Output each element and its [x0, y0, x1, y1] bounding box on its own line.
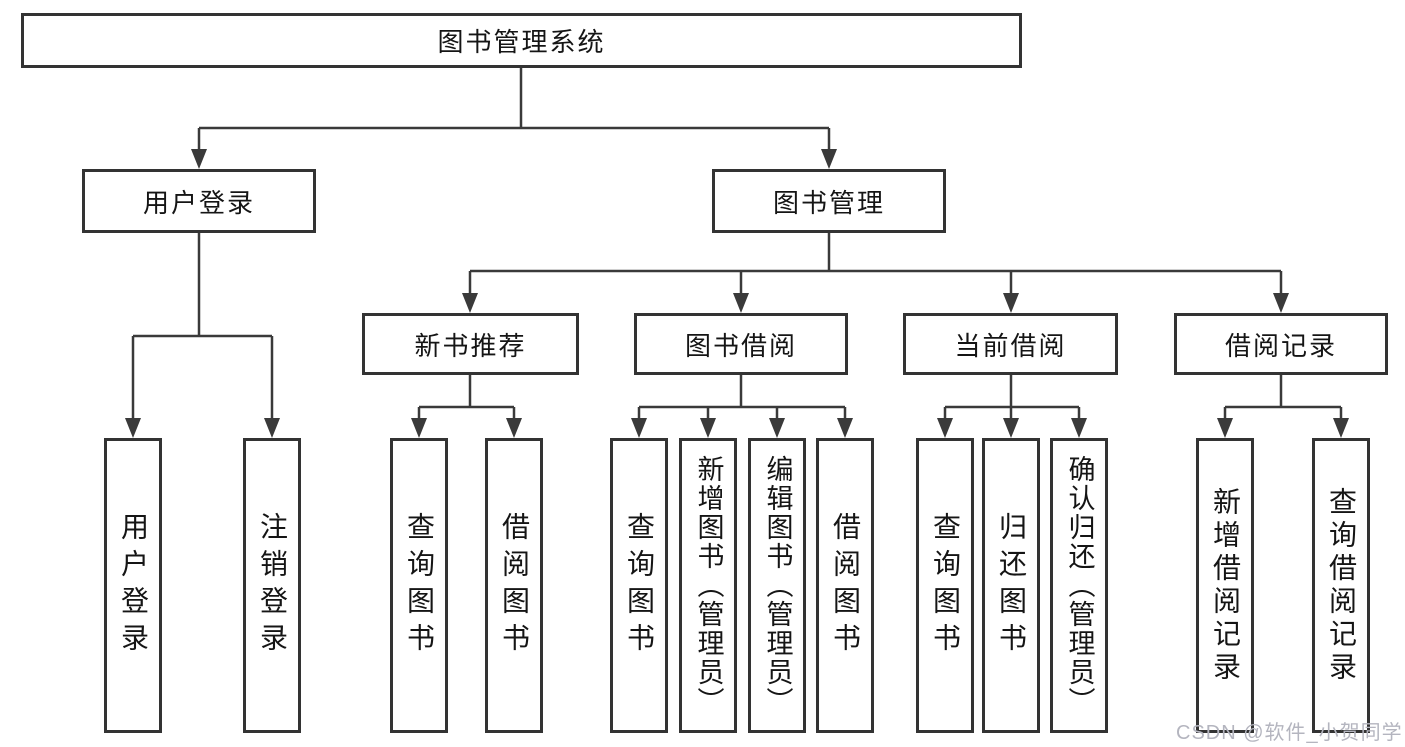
node-label: 当前借阅	[954, 330, 1067, 361]
arrow-down-icon	[1273, 293, 1289, 313]
node-label: 图书管理	[772, 187, 885, 218]
leaf-borrow-books-recommend: 借阅图书	[485, 438, 543, 733]
node-label: 查询借阅记录	[1326, 486, 1357, 685]
node-label: 注销登录	[257, 511, 288, 660]
leaf-query-borrow-record: 查询借阅记录	[1312, 438, 1370, 733]
node-label: 新书推荐	[414, 330, 527, 361]
node-current-borrowing: 当前借阅	[903, 313, 1118, 375]
arrow-down-icon	[837, 418, 853, 438]
arrow-down-icon	[937, 418, 953, 438]
watermark: CSDN @软件_小贺同学	[1176, 722, 1403, 744]
connector-book-borrowing-children	[631, 375, 853, 438]
arrow-down-icon	[733, 293, 749, 313]
leaf-query-books-borrowing: 查询图书	[610, 438, 668, 733]
leaf-add-borrow-record: 新增借阅记录	[1196, 438, 1254, 733]
leaf-borrow-books: 借阅图书	[816, 438, 874, 733]
node-book-borrowing: 图书借阅	[634, 313, 848, 375]
arrow-down-icon	[1333, 418, 1349, 438]
leaf-logout: 注销登录	[243, 438, 301, 733]
leaf-confirm-return-admin: 确认归还（管理员）	[1050, 438, 1108, 733]
node-label: 图书借阅	[684, 330, 797, 361]
node-label: 查询图书	[624, 511, 655, 660]
connector-root-to-level2	[191, 68, 837, 169]
node-label: 用户登录	[118, 511, 149, 660]
arrow-down-icon	[1071, 418, 1087, 438]
node-book-management: 图书管理	[712, 169, 946, 233]
node-label: 编辑图书（管理员）	[762, 455, 793, 716]
node-label: 图书管理系统	[437, 27, 606, 57]
arrow-down-icon	[1003, 418, 1019, 438]
leaf-query-books-recommend: 查询图书	[390, 438, 448, 733]
node-label: 确认归还（管理员）	[1064, 455, 1095, 716]
arrow-down-icon	[769, 418, 785, 438]
node-label: 归还图书	[996, 511, 1027, 660]
node-label: 借阅图书	[499, 511, 530, 660]
connector-book-management-children	[462, 233, 1289, 313]
leaf-edit-books-admin: 编辑图书（管理员）	[748, 438, 806, 733]
arrow-down-icon	[506, 418, 522, 438]
arrow-down-icon	[411, 418, 427, 438]
node-label: 用户登录	[142, 187, 255, 218]
node-user-login: 用户登录	[82, 169, 316, 233]
node-label: 查询图书	[404, 511, 435, 660]
node-label: 查询图书	[930, 511, 961, 660]
arrow-down-icon	[462, 293, 478, 313]
arrow-down-icon	[1003, 293, 1019, 313]
connector-current-borrowing-children	[937, 375, 1087, 438]
arrow-down-icon	[125, 418, 141, 438]
connector-new-book-children	[411, 375, 522, 438]
leaf-add-books-admin: 新增图书（管理员）	[679, 438, 737, 733]
arrow-down-icon	[631, 418, 647, 438]
node-new-book-recommend: 新书推荐	[362, 313, 579, 375]
connector-borrowing-records-children	[1217, 375, 1349, 438]
arrow-down-icon	[1217, 418, 1233, 438]
arrow-down-icon	[700, 418, 716, 438]
arrow-down-icon	[191, 149, 207, 169]
arrow-down-icon	[264, 418, 280, 438]
node-label: 借阅图书	[830, 511, 861, 660]
node-borrowing-records: 借阅记录	[1174, 313, 1388, 375]
node-label: 新增图书（管理员）	[693, 455, 724, 716]
node-label: 新增借阅记录	[1210, 486, 1241, 685]
connector-user-login-children	[125, 233, 280, 438]
leaf-query-books-current: 查询图书	[916, 438, 974, 733]
node-root-system: 图书管理系统	[21, 13, 1022, 68]
leaf-user-login: 用户登录	[104, 438, 162, 733]
leaf-return-books: 归还图书	[982, 438, 1040, 733]
node-label: 借阅记录	[1224, 330, 1337, 361]
arrow-down-icon	[821, 149, 837, 169]
